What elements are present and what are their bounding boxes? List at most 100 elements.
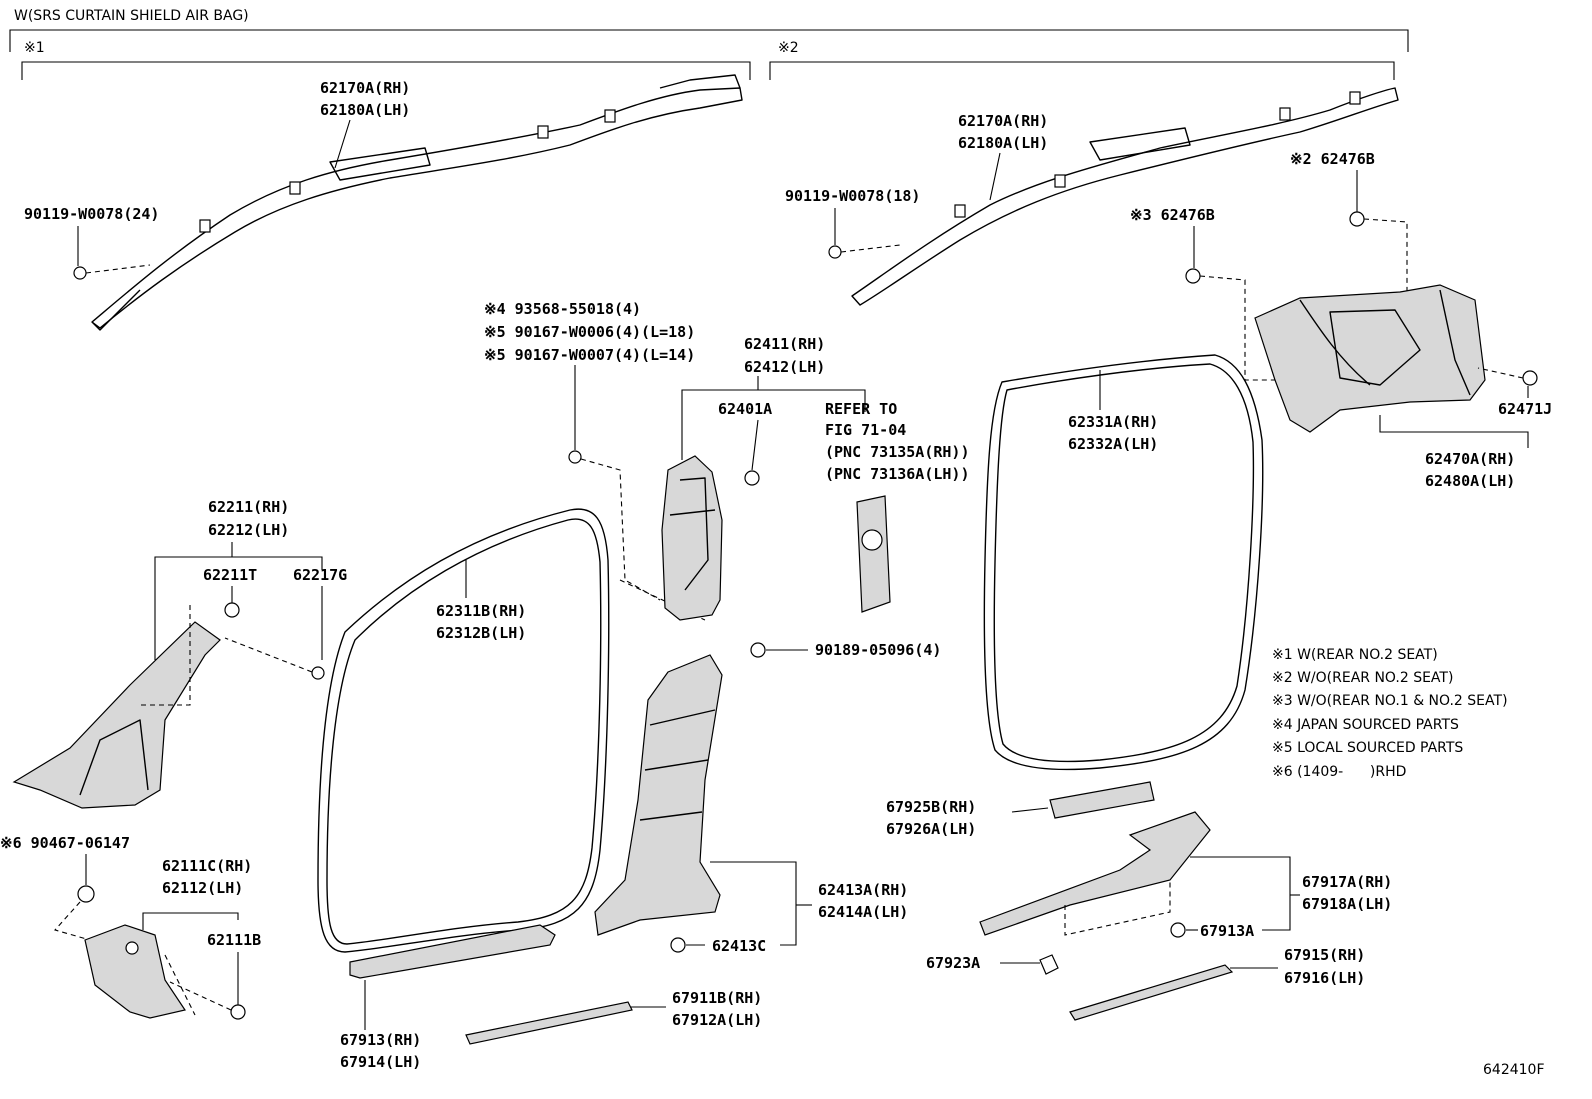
clip-62413c (670, 937, 686, 953)
front-pillar-garnish (12, 605, 221, 809)
clip-62401a (744, 470, 760, 486)
marker-1: ※1 (24, 40, 45, 56)
rear-scuff-upper (1049, 781, 1155, 819)
group-title: W(SRS CURTAIN SHIELD AIR BAG) (14, 8, 249, 24)
label-plate-front-rh: 67911B(RH) (672, 989, 762, 1007)
label-scuff-rear-clip: 67913A (1200, 922, 1254, 940)
curtain-airbag-right (851, 87, 1399, 306)
rear-scuff-plate (979, 811, 1211, 936)
seat-belt-anchor (856, 495, 891, 613)
label-scuff-rear-rh: 67917A(RH) (1302, 873, 1392, 891)
clip-62471j (1477, 367, 1538, 386)
leader-airbag-left (334, 119, 351, 169)
screw-pillar-b (568, 450, 706, 621)
label-pillar-b-rh: 62411(RH) (744, 335, 825, 353)
leader-airbag-right (989, 152, 1001, 201)
label-clip-90189: 90189-05096(4) (815, 641, 941, 659)
leader-scuff-rear (1190, 856, 1291, 931)
label-scuff-front-rh: 67913(RH) (340, 1031, 421, 1049)
leader-pillar-a (154, 556, 323, 660)
bracket-2 (769, 61, 1395, 80)
note-6: ※6 (1409- )RHD (1272, 764, 1406, 780)
front-scuff-plate-inner (349, 924, 556, 979)
label-scuff-rear-lh: 67918A(LH) (1302, 895, 1392, 913)
center-pillar-lower (594, 654, 723, 936)
rear-door-weatherstrip (983, 354, 1264, 771)
label-clip-a2: 62217G (293, 566, 347, 584)
label-airbag-right-rh: 62170A(RH) (958, 112, 1048, 130)
label-plate-rear-rh: 67915(RH) (1284, 946, 1365, 964)
bolt-right (828, 244, 901, 259)
label-quarter-lh: 62480A(LH) (1425, 472, 1515, 490)
bolt-left (73, 264, 151, 280)
label-cowl-rh: 62111C(RH) (162, 857, 252, 875)
note-4: ※4 JAPAN SOURCED PARTS (1272, 717, 1459, 733)
note-3: ※3 W/O(REAR NO.1 & NO.2 SEAT) (1272, 693, 1508, 709)
label-pillar-b-lh: 62412(LH) (744, 358, 825, 376)
cowl-side-trim (84, 924, 196, 1019)
leader-cowl (142, 912, 239, 930)
label-bolt-right: 90119-W0078(18) (785, 187, 920, 205)
footnotes: ※1 W(REAR NO.2 SEAT) ※2 W/O(REAR NO.2 SE… (1272, 647, 1508, 780)
label-screw-5b: ※5 90167-W0007(4)(L=14) (484, 346, 695, 364)
label-refer-2: FIG 71-04 (825, 421, 906, 439)
bracket-1 (21, 61, 751, 80)
front-door-weatherstrip (317, 508, 610, 953)
label-quarter-rh: 62470A(RH) (1425, 450, 1515, 468)
label-plate-rear-lh: 67916(LH) (1284, 969, 1365, 987)
label-cowl-lh: 62112(LH) (162, 879, 243, 897)
leader-clip-b (751, 419, 759, 471)
center-pillar-upper (661, 455, 723, 621)
label-pillar-low-clip: 62413C (712, 937, 766, 955)
label-weather-rear-lh: 62332A(LH) (1068, 435, 1158, 453)
label-refer-4: (PNC 73136A(LH)) (825, 465, 970, 483)
label-pillar-low-lh: 62414A(LH) (818, 903, 908, 921)
label-airbag-left-lh: 62180A(LH) (320, 101, 410, 119)
label-pillar-a-rh: 62211(RH) (208, 498, 289, 516)
label-airbag-left-rh: 62170A(RH) (320, 79, 410, 97)
clip-62211t (224, 602, 240, 618)
label-refer-1: REFER TO (825, 400, 897, 418)
label-clip-j: 62471J (1498, 400, 1552, 418)
label-nut-6: ※6 90467-06147 (0, 834, 130, 852)
label-plate-front-lh: 67912A(LH) (672, 1011, 762, 1029)
leader-scuff-upper (1011, 807, 1049, 813)
label-scuff-clip-b: 67923A (926, 954, 980, 972)
clip-67913a (1170, 922, 1186, 938)
label-weather-front-rh: 62311B(RH) (436, 602, 526, 620)
label-clip-2: ※2 62476B (1290, 150, 1375, 168)
leader-pillar-low (710, 861, 797, 946)
group-bracket (9, 29, 1409, 52)
label-scuff-upper-rh: 67925B(RH) (886, 798, 976, 816)
label-clip-3: ※3 62476B (1130, 206, 1215, 224)
note-5: ※5 LOCAL SOURCED PARTS (1272, 740, 1463, 756)
nut-90467 (54, 885, 95, 941)
dash-clip-3 (1199, 275, 1290, 381)
label-clip-b: 62401A (718, 400, 772, 418)
label-pillar-low-rh: 62413A(RH) (818, 881, 908, 899)
label-screw-4: ※4 93568-55018(4) (484, 300, 641, 318)
label-weather-front-lh: 62312B(LH) (436, 624, 526, 642)
clip-67923a (1039, 954, 1059, 975)
clip-90189 (750, 642, 766, 658)
label-refer-3: (PNC 73135A(RH)) (825, 443, 970, 461)
label-clip-a1: 62211T (203, 566, 257, 584)
label-bolt-left: 90119-W0078(24) (24, 205, 159, 223)
clip-62111b (169, 981, 246, 1020)
front-scuff-plate-outer (465, 1001, 633, 1045)
quarter-trim-panel (1254, 284, 1486, 433)
note-1: ※1 W(REAR NO.2 SEAT) (1272, 647, 1438, 663)
label-airbag-right-lh: 62180A(LH) (958, 134, 1048, 152)
label-screw-5a: ※5 90167-W0006(4)(L=18) (484, 323, 695, 341)
figure-number: 642410F (1483, 1062, 1545, 1078)
label-weather-rear-rh: 62331A(RH) (1068, 413, 1158, 431)
curtain-airbag-left (91, 74, 743, 331)
label-scuff-front-lh: 67914(LH) (340, 1053, 421, 1071)
note-2: ※2 W/O(REAR NO.2 SEAT) (1272, 670, 1453, 686)
clip-62476b-2 (1349, 211, 1365, 227)
label-cowl-clip: 62111B (207, 931, 261, 949)
label-scuff-upper-lh: 67926A(LH) (886, 820, 976, 838)
clip-62476b-3 (1185, 268, 1201, 284)
marker-2: ※2 (778, 40, 799, 56)
